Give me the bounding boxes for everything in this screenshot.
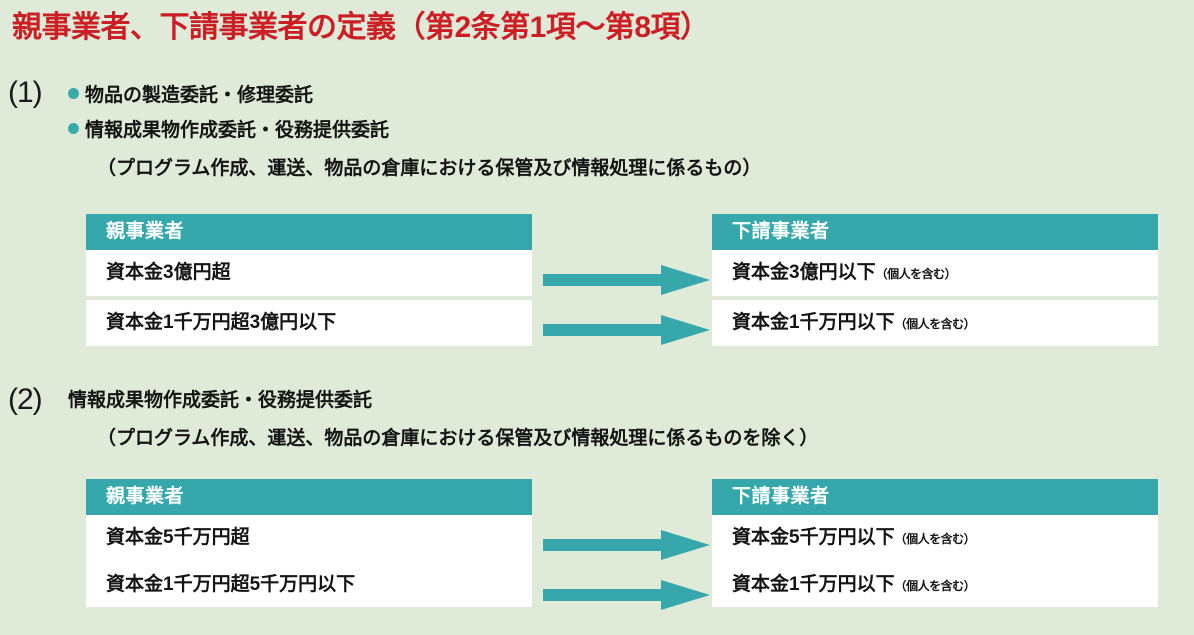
cell-main: 資本金5千万円超	[106, 527, 250, 548]
cell-main: 資本金5千万円以下	[732, 527, 895, 548]
section-2-heading: 情報成果物作成委託・役務提供委託	[68, 390, 373, 411]
cell-main: 資本金1千万円超5千万円以下	[106, 574, 356, 595]
section-1-subcontractor-table: 下請事業者 資本金3億円以下（個人を含む） 資本金1千万円以下（個人を含む）	[712, 214, 1158, 346]
table-row: 資本金5千万円超	[86, 515, 532, 561]
table-header-parent: 親事業者	[86, 214, 532, 250]
section-1-bullet-1: 物品の製造委託・修理委託	[68, 84, 313, 108]
arrow-right-icon	[543, 263, 711, 297]
section-2-subcontractor-table: 下請事業者 資本金5千万円以下（個人を含む） 資本金1千万円以下（個人を含む）	[712, 479, 1158, 607]
table-row: 資本金1千万円以下（個人を含む）	[712, 300, 1158, 346]
cell-sub: （個人を含む）	[894, 317, 976, 331]
table-row: 資本金3億円超	[86, 250, 532, 296]
cell-sub: （個人を含む）	[894, 532, 976, 546]
section-2-number: (2)	[8, 383, 43, 416]
section-1-parent-company-table: 親事業者 資本金3億円超 資本金1千万円超3億円以下	[86, 214, 532, 346]
cell-sub: （個人を含む）	[894, 579, 976, 593]
table-header-subcontractor: 下請事業者	[712, 214, 1158, 250]
cell-main: 資本金1千万円超3億円以下	[106, 312, 337, 333]
table-header-parent: 親事業者	[86, 479, 532, 515]
table-header-subcontractor: 下請事業者	[712, 479, 1158, 515]
cell-sub: （個人を含む）	[875, 267, 957, 281]
section-1-bullet-2: 情報成果物作成委託・役務提供委託	[68, 119, 389, 143]
section-2-note: （プログラム作成、運送、物品の倉庫における保管及び情報処理に係るものを除く）	[97, 428, 819, 449]
cell-main: 資本金1千万円以下	[732, 574, 895, 595]
table-row: 資本金5千万円以下（個人を含む）	[712, 515, 1158, 561]
arrow-right-icon	[543, 528, 711, 562]
cell-main: 資本金3億円以下	[732, 262, 876, 283]
arrow-right-icon	[543, 313, 711, 347]
page-title: 親事業者、下請事業者の定義（第2条第1項〜第8項）	[12, 11, 710, 44]
table-row: 資本金1千万円以下（個人を含む）	[712, 561, 1158, 607]
section-1-bullet-2-label: 情報成果物作成委託・役務提供委託	[85, 120, 390, 141]
arrow-right-icon	[543, 578, 711, 612]
cell-main: 資本金3億円超	[106, 262, 231, 283]
cell-main: 資本金1千万円以下	[732, 312, 895, 333]
section-2-parent-company-table: 親事業者 資本金5千万円超 資本金1千万円超5千万円以下	[86, 479, 532, 607]
table-row: 資本金1千万円超5千万円以下	[86, 561, 532, 607]
section-1-note: （プログラム作成、運送、物品の倉庫における保管及び情報処理に係るもの）	[97, 158, 762, 179]
table-row: 資本金1千万円超3億円以下	[86, 300, 532, 346]
bullet-dot-icon	[68, 88, 79, 99]
bullet-dot-icon	[68, 123, 79, 134]
section-1-bullet-1-label: 物品の製造委託・修理委託	[85, 85, 314, 106]
section-1-number: (1)	[8, 76, 43, 109]
table-row: 資本金3億円以下（個人を含む）	[712, 250, 1158, 296]
